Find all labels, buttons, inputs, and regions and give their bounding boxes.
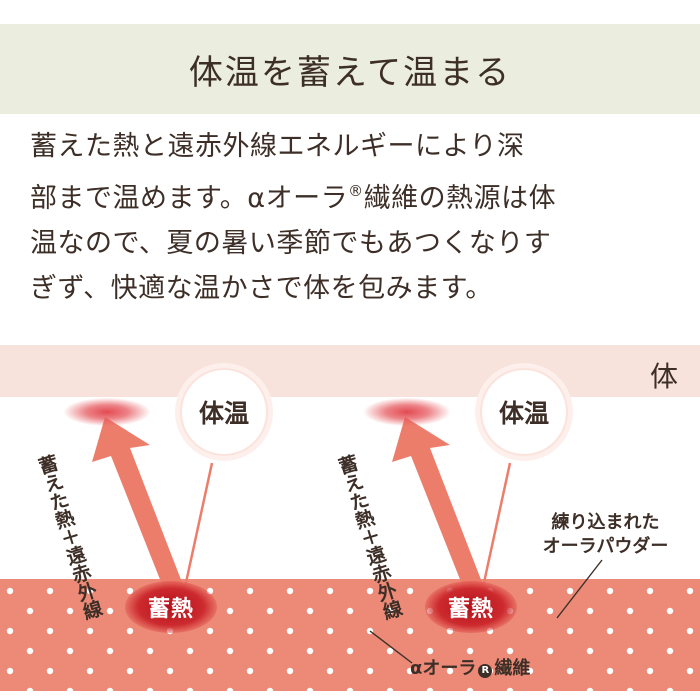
body-heat-glow-2 [364,398,450,426]
stored-heat-spot-2: 蓄熱 [425,581,517,633]
stored-heat-label: 蓄熱 [147,597,194,622]
heat-arrow-1 [92,417,185,597]
bubble-label: 体温 [198,399,249,428]
stored-heat-spot-1: 蓄熱 [125,581,217,633]
powder-leader-line [556,559,603,619]
aura-powder-label-line-2: オーラパウダー [542,536,669,557]
heat-diagram: 体 体温 体温 蓄えた熱＋遠赤外線 蓄えた熱＋遠赤外線 蓄熱 蓄熱 [0,345,700,700]
fiber-leader-line [369,630,413,664]
page-title: 体温を蓄えて温まる [188,52,512,93]
aura-powder-label: 練り込まれた オーラパウダー [518,511,693,559]
body-temperature-bubble-1: 体温 [180,368,268,456]
fiber-dot-pattern [0,579,700,691]
description-line-4: ぎず、快適な温かさで体を包みます。 [30,273,493,304]
registered-mark: R [478,664,493,678]
description-line-3: 温なので、夏の暑い季節でもあつくなりす [30,228,552,259]
body-temperature-bubble-2: 体温 [480,368,568,456]
fiber-label-prefix: αオーラ [410,658,477,679]
fiber-label-suffix: 繊維 [494,658,531,679]
bubble-pointer-line-1 [180,462,214,602]
fiber-layer [0,579,700,691]
description-line-2b: 繊維の熱源は体 [363,183,557,214]
description-line-1: 蓄えた熱と遠赤外線エネルギーにより深 [30,131,525,162]
aura-powder-label-line-1: 練り込まれた [551,512,660,533]
bubble-pointer-line-2 [478,462,512,602]
body-heat-glow-1 [64,398,150,426]
header-banner: 体温を蓄えて温まる [0,24,700,114]
stored-heat-label: 蓄熱 [447,597,494,622]
diagram-lines [92,417,603,664]
description-line-2a: 部まで温めます。αオーラ [30,183,349,214]
body-layer [0,345,700,397]
description-text: 蓄えた熱と遠赤外線エネルギーにより深 部まで温めます。αオーラ®繊維の熱源は体 … [30,124,680,311]
body-label: 体 [649,360,678,393]
registered-mark: ® [348,182,364,200]
bubble-label: 体温 [498,399,549,428]
heat-arrow-2 [392,417,485,597]
